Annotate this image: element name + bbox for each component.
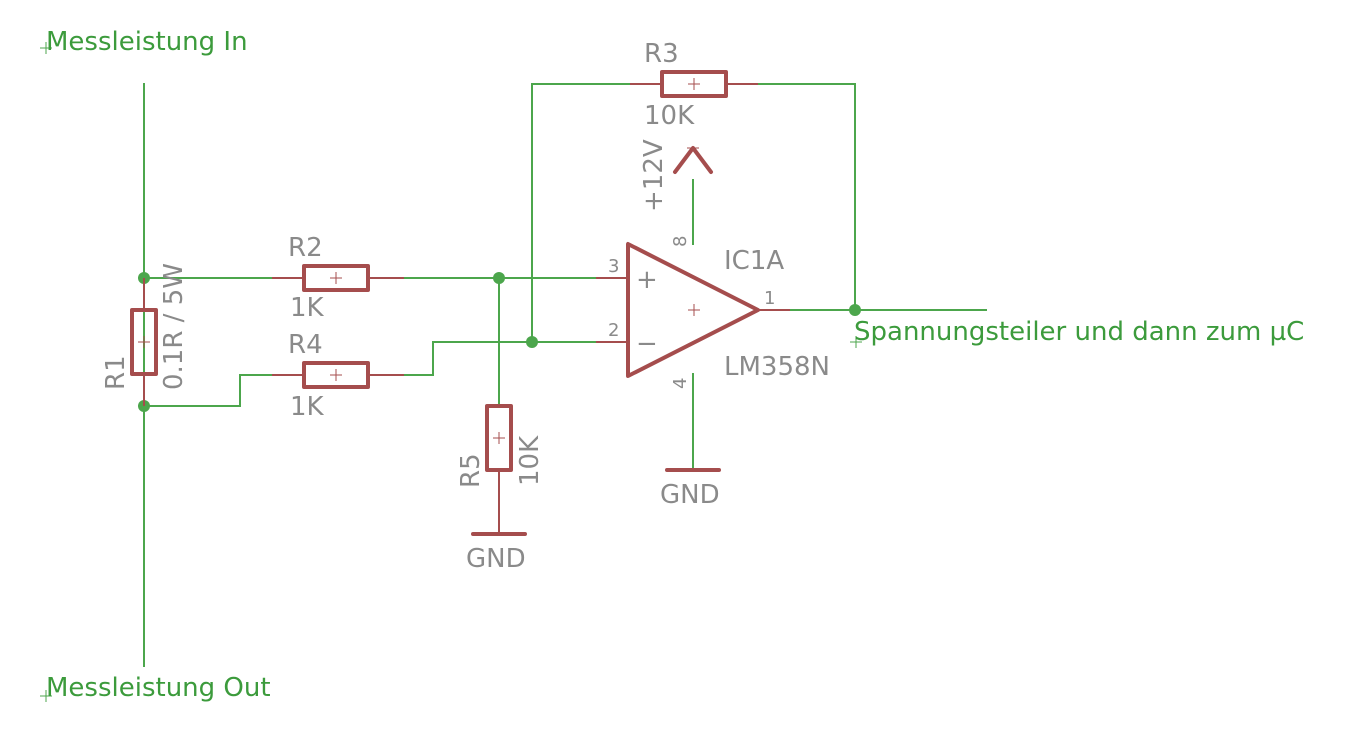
ground-symbol-r5: GND [466, 532, 527, 574]
opamp-plus-symbol: + [636, 265, 658, 295]
resistor-r4: R4 1K [272, 330, 404, 422]
junction-r5-node [493, 272, 505, 284]
opamp-minus-symbol: − [636, 329, 658, 359]
wire-feedback-right [757, 83, 856, 311]
r5-value-label: 10K [515, 435, 545, 486]
junction-feedback-node [526, 336, 538, 348]
r4-value-label: 1K [290, 392, 325, 422]
r1-value-label: 0.1R / 5W [159, 263, 189, 390]
net-labels: Messleistung In Messleistung Out Spannun… [40, 27, 1304, 703]
r3-name-label: R3 [644, 39, 679, 69]
opamp-ic1a: + − 3 2 1 8 4 IC1A LM358N [596, 236, 830, 389]
pin-2-label: 2 [608, 320, 619, 341]
resistor-r5: R5 10K [456, 404, 545, 534]
r2-value-label: 1K [290, 293, 325, 323]
r2-name-label: R2 [288, 233, 323, 263]
wire-feedback-left [531, 83, 631, 343]
net-label-spannungsteiler: Spannungsteiler und dann zum µC [854, 317, 1304, 347]
resistor-r3: R3 10K [630, 39, 758, 131]
ground-label-r5: GND [466, 544, 526, 574]
supply-arrow-icon [673, 146, 713, 174]
r5-name-label: R5 [456, 453, 486, 488]
wire-r4-to-pin2 [403, 341, 597, 376]
r4-name-label: R4 [288, 330, 323, 360]
ic1a-value-label: LM358N [724, 352, 830, 382]
resistor-r2: R2 1K [272, 233, 404, 323]
junctions [138, 272, 861, 412]
supply-label: +12V [639, 139, 669, 212]
wires [143, 83, 987, 667]
resistor-r1: R1 0.1R / 5W [101, 263, 189, 406]
ground-symbol-opamp: GND [660, 468, 721, 510]
ground-label-opamp: GND [660, 480, 720, 510]
pin-1-label: 1 [764, 288, 775, 309]
net-label-messleistung-in: Messleistung In [46, 27, 248, 57]
r3-value-label: 10K [644, 101, 695, 131]
junction-output-node [849, 304, 861, 316]
net-label-messleistung-out: Messleistung Out [46, 673, 271, 703]
pin-8-label: 8 [670, 236, 691, 247]
pin-4-label: 4 [670, 378, 691, 389]
pin-3-label: 3 [608, 256, 619, 277]
r1-name-label: R1 [101, 355, 131, 390]
ic1a-name-label: IC1A [724, 246, 784, 276]
opamp-triangle [626, 242, 760, 378]
supply-12v: +12V [639, 139, 713, 212]
